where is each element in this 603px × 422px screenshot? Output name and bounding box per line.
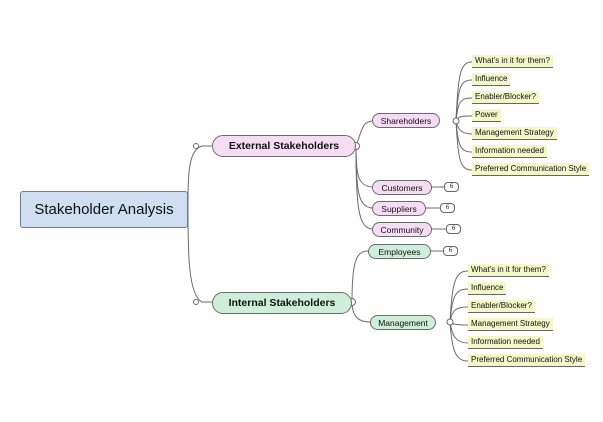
leaf-node[interactable]: What's in it for them? [468, 264, 549, 277]
leaf-node[interactable]: Influence [468, 282, 507, 295]
collapse-toggle [452, 117, 460, 125]
collapsed-count-badge[interactable]: 6 [443, 246, 458, 256]
connector-external-shareholders [355, 120, 373, 147]
leaf-node[interactable]: Preferred Communication Style [468, 354, 586, 367]
collapse-toggle [193, 143, 199, 149]
connector-external-customers [355, 145, 373, 188]
leaf-node[interactable]: What's in it for them? [472, 55, 553, 68]
connector-mg-leaf [449, 306, 469, 323]
community-node[interactable]: Community [372, 222, 432, 237]
customers-node[interactable]: Customers [372, 180, 432, 195]
collapsed-count-badge[interactable]: 6 [440, 203, 455, 213]
root-node[interactable]: Stakeholder Analysis [20, 191, 188, 228]
leaf-node[interactable]: Influence [472, 73, 511, 86]
collapsed-count-badge[interactable]: 6 [444, 182, 459, 192]
internal-stakeholders-node[interactable]: Internal Stakeholders [212, 292, 352, 314]
connector-sh-leaf [455, 61, 473, 122]
leaf-node[interactable]: Preferred Communication Style [472, 163, 590, 176]
collapse-toggle [193, 299, 199, 305]
leaf-node[interactable]: Information needed [468, 336, 543, 349]
external-stakeholders-node[interactable]: External Stakeholders [212, 135, 356, 157]
leaf-node[interactable]: Management Strategy [468, 318, 553, 331]
connector-external-community [355, 145, 373, 230]
management-node[interactable]: Management [370, 315, 436, 330]
collapse-toggle [446, 318, 454, 326]
connector-root-external [187, 145, 212, 211]
connector-mg-leaf [449, 321, 469, 362]
connector-internal-management [351, 301, 371, 323]
connector-mg-leaf [449, 288, 469, 323]
leaf-node[interactable]: Management Strategy [472, 127, 557, 140]
collapsed-count-badge[interactable]: 6 [446, 224, 461, 234]
leaf-node[interactable]: Enabler/Blocker? [468, 300, 535, 313]
suppliers-node[interactable]: Suppliers [372, 201, 426, 216]
connector-sh-leaf [455, 120, 473, 171]
connector-sh-leaf [455, 97, 473, 122]
shareholders-node[interactable]: Shareholders [372, 113, 440, 128]
leaf-node[interactable]: Information needed [472, 145, 547, 158]
connector-internal-employees [351, 250, 369, 303]
connector-root-internal [187, 209, 212, 303]
leaf-node[interactable]: Enabler/Blocker? [472, 91, 539, 104]
leaf-node[interactable]: Power [472, 109, 501, 122]
connector-mg-leaf [449, 270, 469, 323]
employees-node[interactable]: Employees [368, 244, 431, 259]
